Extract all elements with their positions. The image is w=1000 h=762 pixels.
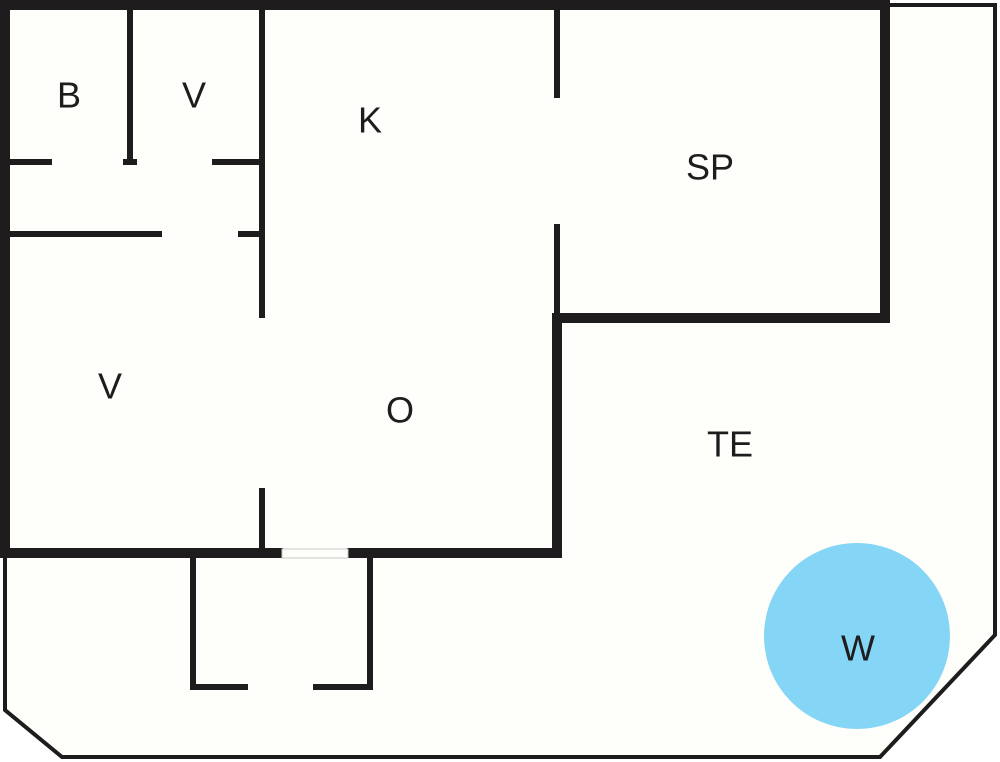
- porch-wall-right: [313, 557, 373, 690]
- room-label-v-bottom: V: [98, 366, 122, 407]
- room-label-sp: SP: [686, 147, 734, 188]
- water-feature: [764, 543, 950, 729]
- room-label-b: B: [57, 75, 81, 116]
- interior-walls: [10, 8, 560, 550]
- porch-wall-left: [190, 557, 248, 690]
- room-label-v-top: V: [182, 75, 206, 116]
- room-label-w: W: [841, 628, 875, 669]
- exterior-walls: [0, 0, 890, 558]
- room-label-k: K: [358, 100, 382, 141]
- porch-walls: [190, 557, 373, 690]
- room-label-o: O: [386, 390, 414, 431]
- interior-floor: [5, 5, 885, 553]
- room-label-te: TE: [707, 424, 753, 465]
- entry-door: [281, 548, 349, 559]
